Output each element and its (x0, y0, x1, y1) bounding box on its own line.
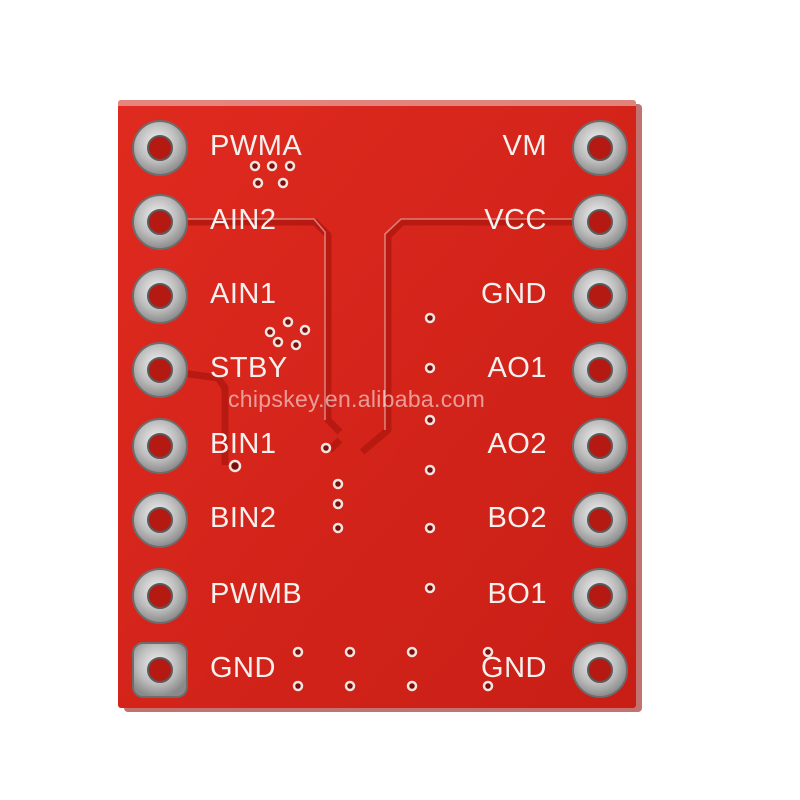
pin-label-vcc: VCC (484, 204, 547, 236)
copper-traces (159, 218, 600, 465)
pin-label-gnd-right-bottom: GND (481, 652, 547, 684)
pin-label-bo2: BO2 (487, 502, 547, 534)
pin-label-stby: STBY (210, 352, 288, 384)
pin-label-bin2: BIN2 (210, 502, 277, 534)
pin-label-bin1: BIN1 (210, 428, 277, 460)
pcb-body (118, 100, 636, 708)
pin-label-ao2: AO2 (487, 428, 547, 460)
pin-label-pwmb: PWMB (210, 578, 303, 610)
pin-label-gnd-right-top: GND (481, 278, 547, 310)
pin-label-ao1: AO1 (487, 352, 547, 384)
left-pin-pads (132, 120, 188, 698)
pin-label-pwma: PWMA (210, 130, 303, 162)
board-top-edge (118, 100, 636, 106)
pin-label-ain2: AIN2 (210, 204, 277, 236)
watermark-text: chipskey.en.alibaba.com (228, 386, 486, 412)
trace-highlights (160, 218, 600, 430)
pin-label-gnd-left: GND (210, 652, 276, 684)
pin-label-vm: VM (502, 130, 547, 162)
pin-label-bo1: BO1 (487, 578, 547, 610)
pin-label-ain1: AIN1 (210, 278, 277, 310)
right-pin-pads (572, 120, 628, 698)
vias (228, 160, 494, 692)
